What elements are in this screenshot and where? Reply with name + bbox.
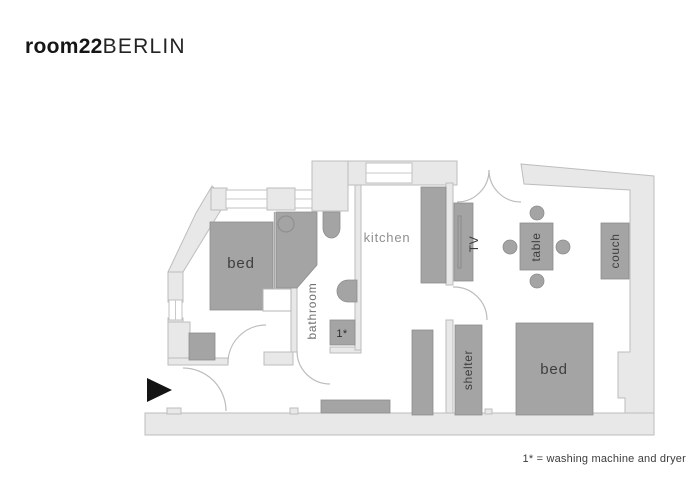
wall-bathroom-left (290, 284, 298, 353)
footnote: 1* = washing machine and dryer (523, 453, 687, 465)
chair (502, 239, 518, 255)
wall-stub-1 (166, 407, 182, 415)
nightstand (188, 332, 216, 361)
label-bed-left: bed (227, 255, 254, 272)
wall-chimney (311, 160, 349, 212)
shower-drain (277, 215, 295, 233)
label-couch: couch (608, 233, 622, 268)
windows (168, 162, 413, 321)
wall-right (520, 163, 655, 414)
door-bedroom (227, 324, 267, 364)
label-table: table (529, 232, 543, 261)
label-shelter: shelter (461, 350, 475, 390)
label-tv: TV (467, 236, 481, 253)
tv-screen (457, 215, 462, 269)
radiator (262, 288, 292, 312)
entrance-arrow-icon (147, 378, 172, 402)
hall-wardrobe (411, 329, 434, 416)
shelter-shelf (454, 324, 483, 416)
logo-berlin: BERLIN (102, 35, 186, 58)
label-bathroom: bathroom (305, 282, 319, 339)
site-logo: room22BERLIN (25, 36, 186, 58)
labels: bed kitchen bathroom 1* TV table couch s… (227, 230, 622, 390)
door-living-hall (452, 286, 488, 321)
bed-right (515, 322, 594, 416)
door-entrance (182, 367, 227, 412)
door-balcony-right (488, 169, 522, 203)
wall-bedroom-block (263, 351, 294, 366)
sink (336, 279, 358, 303)
logo-room22: room22 (25, 35, 103, 58)
wall-kitchen-living-upper (445, 182, 454, 286)
label-kitchen: kitchen (364, 230, 411, 245)
wall-bottom (144, 412, 655, 436)
chair (555, 239, 571, 255)
label-bed-right: bed (540, 361, 567, 378)
wall-stub-2 (289, 407, 299, 415)
chair (529, 205, 545, 221)
chair (529, 273, 545, 289)
wall-bathroom-kitchen (354, 184, 362, 351)
couch (600, 222, 630, 280)
wall-stub-3 (484, 408, 493, 415)
dining-table (519, 222, 554, 271)
wall-top-a (210, 187, 228, 211)
furniture (188, 186, 630, 416)
door-balcony-left (456, 169, 490, 203)
toilet (322, 211, 341, 239)
door-bathroom (296, 350, 331, 385)
wall-left-wide (167, 321, 191, 359)
kitchen-counter (420, 186, 447, 284)
doors (182, 169, 522, 412)
label-washer: 1* (336, 328, 348, 340)
shower (275, 211, 318, 289)
wall-kitchen-living-lower (445, 319, 454, 414)
wall-top-b (266, 187, 296, 211)
sideboard (320, 399, 391, 414)
washing-machine (329, 319, 356, 346)
tv-board (453, 202, 474, 282)
wall-left-upper (167, 271, 184, 303)
